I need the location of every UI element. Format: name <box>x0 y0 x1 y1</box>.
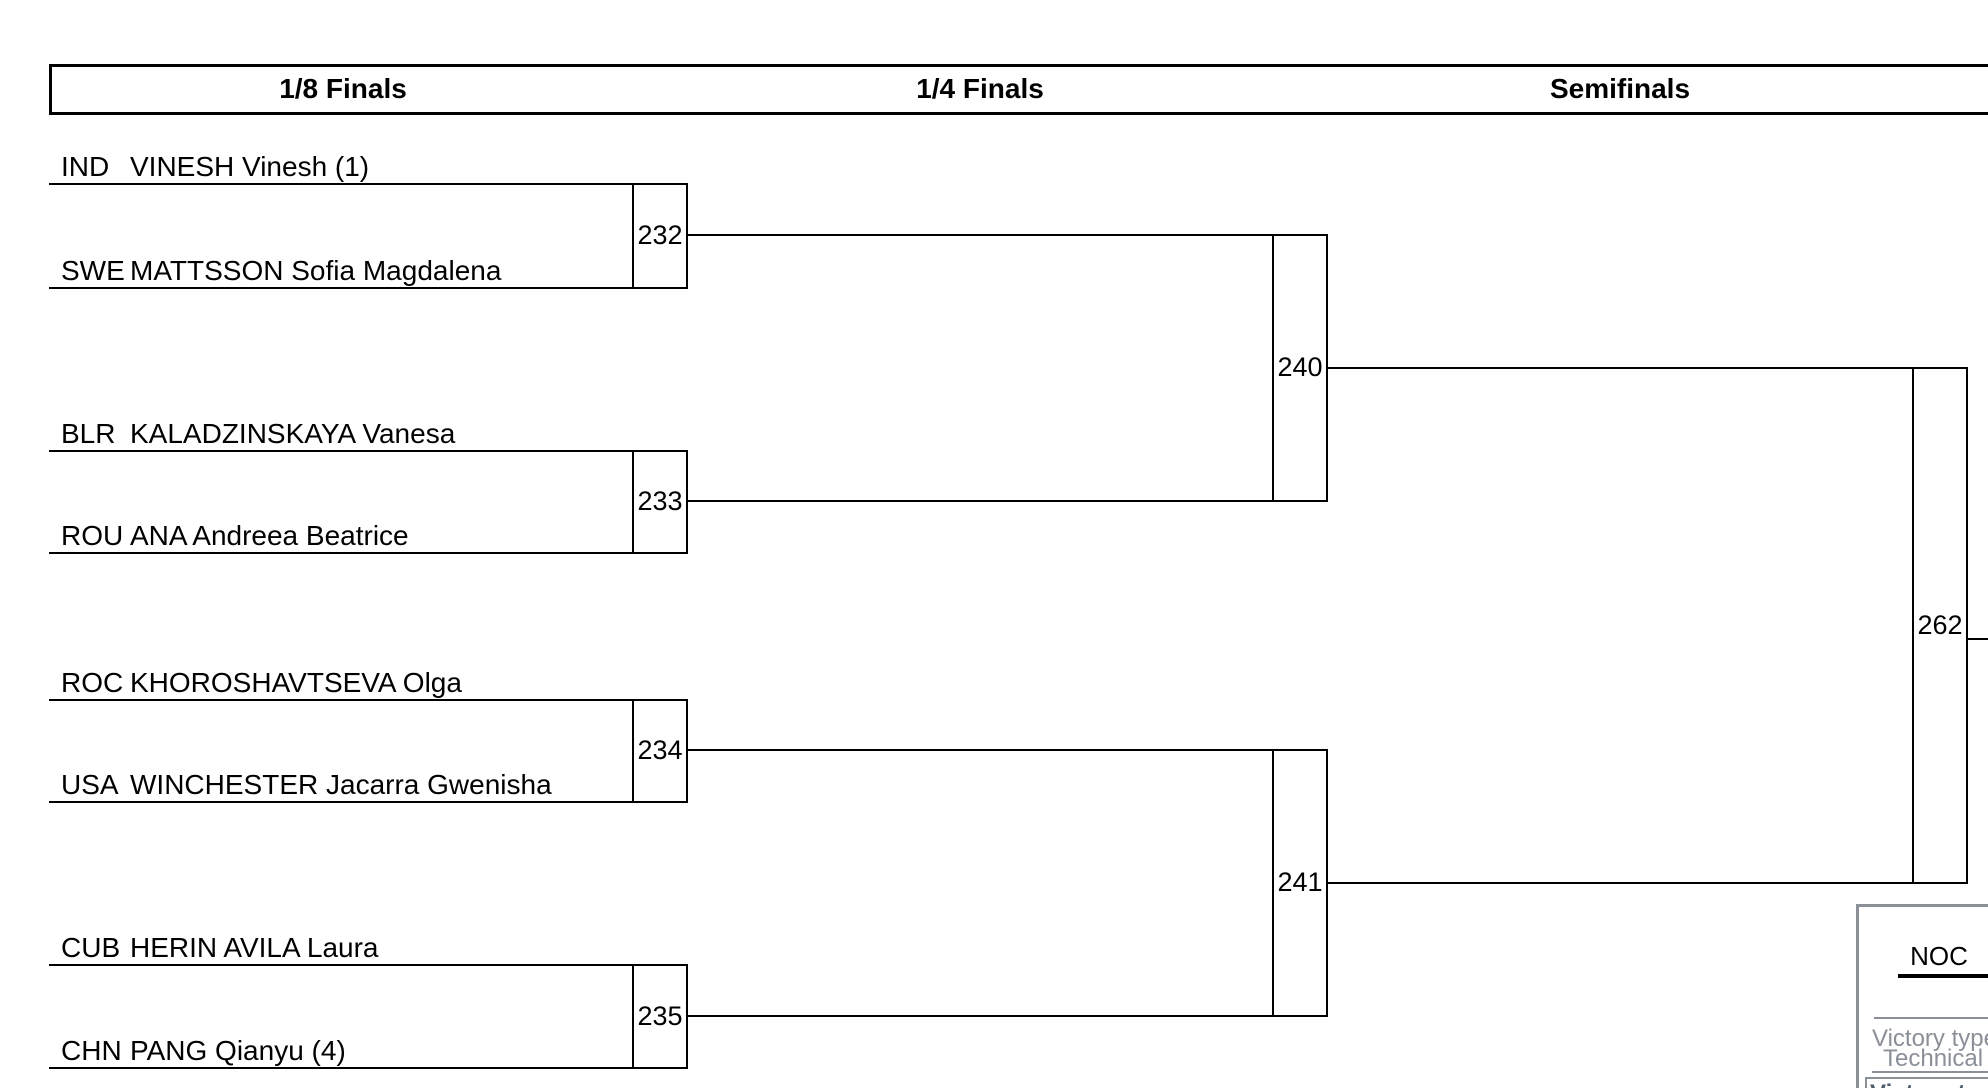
athlete-row: CHN PANG Qianyu (4) <box>61 1035 346 1067</box>
athlete-row: ROU ANA Andreea Beatrice <box>61 520 409 552</box>
bracket-line <box>49 183 688 185</box>
bracket-line <box>686 699 688 803</box>
athlete-noc: CUB <box>61 932 121 963</box>
bracket-line <box>632 699 634 803</box>
connector-line <box>1328 882 1968 884</box>
athlete-noc: USA <box>61 769 119 800</box>
match-number: 232 <box>637 220 683 250</box>
legend-victory-type-label: Victory type <box>1872 1025 1988 1052</box>
athlete-row: CUB HERIN AVILA Laura <box>61 932 379 964</box>
connector-line <box>688 1015 1328 1017</box>
bracket-line <box>1272 749 1274 1017</box>
header-18-finals: 1/8 Finals <box>279 73 407 104</box>
bracket-line <box>1326 749 1328 1017</box>
connector-line <box>688 749 1328 751</box>
legend-noc-underline <box>1898 974 1988 978</box>
bracket-line <box>49 801 688 803</box>
athlete-name: KHOROSHAVTSEVA Olga <box>130 667 462 698</box>
legend-table-header-label: Victory type <box>1870 1080 1988 1088</box>
bracket-line <box>1912 367 1914 884</box>
bracket-line <box>686 183 688 289</box>
athlete-row: ROC KHOROSHAVTSEVA Olga <box>61 667 462 699</box>
match-number: 235 <box>637 1001 683 1031</box>
athlete-name: VINESH Vinesh (1) <box>130 151 370 182</box>
round-header-bar <box>49 64 1988 115</box>
athlete-row: USA WINCHESTER Jacarra Gwenisha <box>61 769 552 801</box>
legend-box <box>1856 904 1988 1088</box>
athlete-row: SWE MATTSSON Sofia Magdalena <box>61 255 501 287</box>
bracket-line <box>632 183 634 289</box>
bracket-line <box>49 287 688 289</box>
bracket-line <box>49 552 688 554</box>
athlete-row: IND VINESH Vinesh (1) <box>61 151 369 183</box>
match-number: 240 <box>1277 352 1323 382</box>
match-number: 241 <box>1277 867 1323 897</box>
match-number: 233 <box>637 486 683 516</box>
header-semifinals: Semifinals <box>1549 73 1691 104</box>
bracket-line <box>686 450 688 554</box>
athlete-row: BLR KALADZINSKAYA Vanesa <box>61 418 455 450</box>
bracket-line <box>632 450 634 554</box>
connector-line <box>688 500 1328 502</box>
athlete-name: HERIN AVILA Laura <box>130 932 379 963</box>
header-14-finals: 1/4 Finals <box>916 73 1044 104</box>
bracket-line <box>632 964 634 1069</box>
bracket-line <box>49 450 688 452</box>
bracket-line <box>1326 234 1328 502</box>
bracket-line <box>49 699 688 701</box>
athlete-noc: ROU <box>61 520 124 551</box>
legend-divider <box>1874 1017 1988 1019</box>
athlete-noc: SWE <box>61 255 125 286</box>
connector-line <box>1328 367 1968 369</box>
athlete-name: PANG Qianyu (4) <box>130 1035 346 1066</box>
connector-line <box>1968 638 1988 640</box>
bracket-line <box>49 1067 688 1069</box>
athlete-noc: ROC <box>61 667 124 698</box>
match-number: 234 <box>637 735 683 765</box>
athlete-name: MATTSSON Sofia Magdalena <box>130 255 502 286</box>
legend-divider <box>1872 1071 1988 1073</box>
bracket-line <box>686 964 688 1069</box>
athlete-name: KALADZINSKAYA Vanesa <box>130 418 456 449</box>
athlete-noc: CHN <box>61 1035 122 1066</box>
legend-technical-points-label: Technical points <box>1883 1045 1988 1072</box>
connector-line <box>688 234 1328 236</box>
bracket-line <box>1272 234 1274 502</box>
athlete-name: WINCHESTER Jacarra Gwenisha <box>130 769 552 800</box>
bracket-line <box>1966 367 1968 884</box>
legend-noc-label: NOC <box>1910 941 1968 971</box>
legend-table-header-box <box>1865 1077 1988 1088</box>
athlete-name: ANA Andreea Beatrice <box>130 520 409 551</box>
athlete-noc: IND <box>61 151 110 182</box>
bracket-line <box>49 964 688 966</box>
athlete-noc: BLR <box>61 418 116 449</box>
match-number: 262 <box>1917 610 1963 640</box>
